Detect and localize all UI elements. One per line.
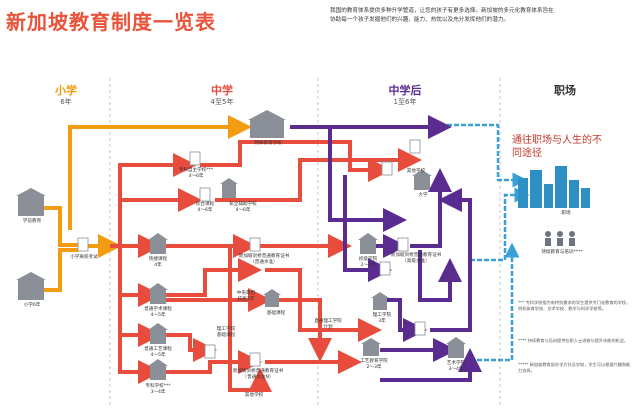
- label-jc: 初级学院 2～3年: [358, 257, 378, 268]
- workplace-heading: 通往职场与人生的不同途径: [512, 135, 602, 159]
- label-university: 大学: [418, 193, 428, 198]
- label-special-school: 特殊教育学校: [254, 141, 282, 146]
- footnote-3: ***** 新加坡教育部办学方针及学校，学生可以根据兴趣和能力选择。: [518, 362, 631, 373]
- people-icon: [545, 231, 575, 246]
- stage-post-secondary-duration: 1至6年: [393, 98, 417, 106]
- intro-line-2: 协助每一个孩子发掘他们的兴趣、能力、热忱以及充分发挥他们的潜力。: [330, 17, 510, 23]
- footnote-1: *** 专科学校指为有特别需求的学生提供专门化教育的学校，例如体育学校、艺术学校…: [518, 300, 631, 311]
- label-normal-technical: 普通工艺课程 4～5年: [144, 347, 172, 358]
- stage-workplace-title: 职场: [554, 84, 576, 97]
- label-express: 快捷课程 4年: [148, 257, 168, 268]
- label-a-level: 新加坡剑桥普通教育证书 （高级水准）: [390, 253, 442, 264]
- label-n-level: 新加坡剑桥普通教育证书 （普通水准N）: [232, 369, 284, 380]
- label-preschool: 学前教育: [22, 219, 42, 224]
- stage-secondary-duration: 4至5年: [210, 98, 234, 106]
- secondary-flows: [110, 140, 422, 392]
- school-building-icon: [16, 110, 466, 380]
- graduation-paper-icon: [77, 139, 426, 367]
- label-o-level: 新加坡剑桥普通教育证书 （普通水准）: [238, 254, 290, 265]
- label-direct-poly: 直通理工学院 计划: [314, 319, 342, 330]
- stage-secondary-title: 中学: [211, 84, 233, 97]
- footnote-2: **** 持续教育与培训提供在职人士进修与提升技能的机会。: [518, 338, 629, 343]
- label-poly: 理工学院 3年: [372, 313, 392, 324]
- label-specialized-school: 专科学校*** 3～4年: [145, 384, 171, 395]
- post-secondary-flows: [290, 115, 482, 382]
- label-lifelong: 持续教育与培训****: [541, 250, 583, 255]
- label-dual-track: 中央政府 技能1年: [236, 291, 256, 302]
- label-primary: 小学6年: [23, 303, 41, 308]
- label-other-schools-bottom: 其他学校: [244, 393, 264, 398]
- primary-flows: [40, 115, 252, 292]
- label-specialized-independent: 专科自主学校*** 4～6年: [178, 168, 214, 179]
- label-integrated-programme: 综合课程 4～6年: [195, 202, 215, 213]
- label-normal-academic: 普通学术课程 4～5年: [144, 307, 172, 318]
- label-foundation: 基础课程: [266, 311, 286, 316]
- label-workplace-small: 职场: [561, 211, 571, 216]
- stage-primary-title: 小学: [55, 84, 77, 97]
- stage-post-secondary-title: 中学后: [388, 84, 422, 97]
- label-arts: 艺术学院 3～4年: [446, 361, 466, 372]
- label-poly-foundation: 理工学院 基础课程: [216, 327, 236, 338]
- label-ite: 工艺教育学院 2～3年: [360, 359, 388, 370]
- stage-primary-duration: 6年: [60, 98, 72, 106]
- page-title: 新加坡教育制度一览表: [6, 10, 216, 34]
- city-skyline-icon: [518, 166, 590, 208]
- label-private-specialized: 私立辅助学校 4～6年: [229, 202, 257, 213]
- workplace-flows: [440, 123, 530, 362]
- label-psle: 小学离校考试: [70, 255, 98, 260]
- label-other-schools-top: 其他学校: [406, 169, 426, 174]
- intro-line-1: 我国的教育体系提供多种升学管道，让您的孩子有更多选择。新加坡的多元化教育体系旨在: [330, 8, 554, 14]
